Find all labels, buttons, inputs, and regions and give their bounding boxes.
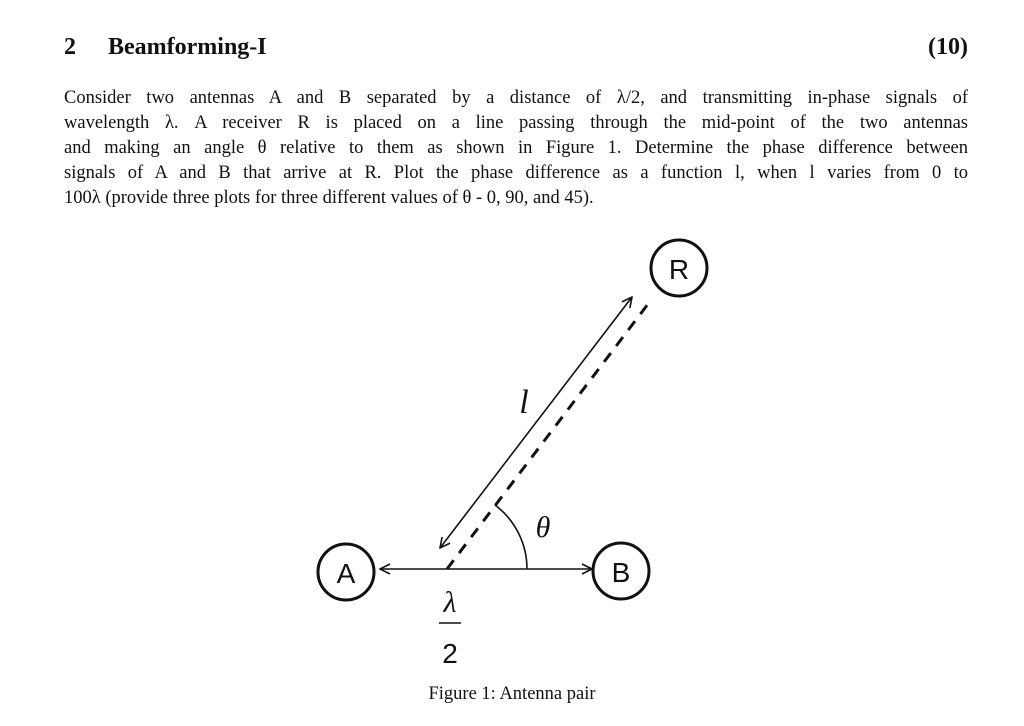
receiver-r: R [649,238,709,298]
problem-line-4: signals of A and B that arrive at R. Plo… [64,163,968,183]
antenna-b: B [591,541,651,601]
distance-arrow [440,297,632,548]
length-label: l [519,384,528,421]
problem-line-5: 100λ (provide three plots for three diff… [64,188,594,208]
separation-fraction: λ 2 [439,586,461,669]
angle-label: θ [536,511,551,544]
antenna-a-label: A [337,558,356,589]
receiver-label: R [669,254,689,285]
problem-statement: Consider two antennas A and B separated … [64,86,968,211]
problem-line-2: wavelength λ. A receiver R is placed on … [64,113,968,133]
angle-arc [494,504,528,570]
caption-text: Antenna pair [499,684,596,704]
separation-numerator: λ [443,586,457,619]
antenna-a: A [316,542,376,602]
problem-line-3: and making an angle θ relative to them a… [64,138,968,158]
antenna-b-label: B [612,557,631,588]
caption-prefix: Figure 1: [428,684,496,704]
section-title: Beamforming-I [108,34,267,60]
section-number: 2 [64,34,76,60]
section-header: 2 Beamforming-I (10) [64,34,968,68]
section-points: (10) [928,34,968,60]
antenna-figure: A B R l θ λ 2 [316,238,709,669]
problem-line-1: Consider two antennas A and B separated … [64,88,968,108]
separation-denominator: 2 [442,638,458,669]
figure-caption: Figure 1: Antenna pair [0,684,1024,705]
